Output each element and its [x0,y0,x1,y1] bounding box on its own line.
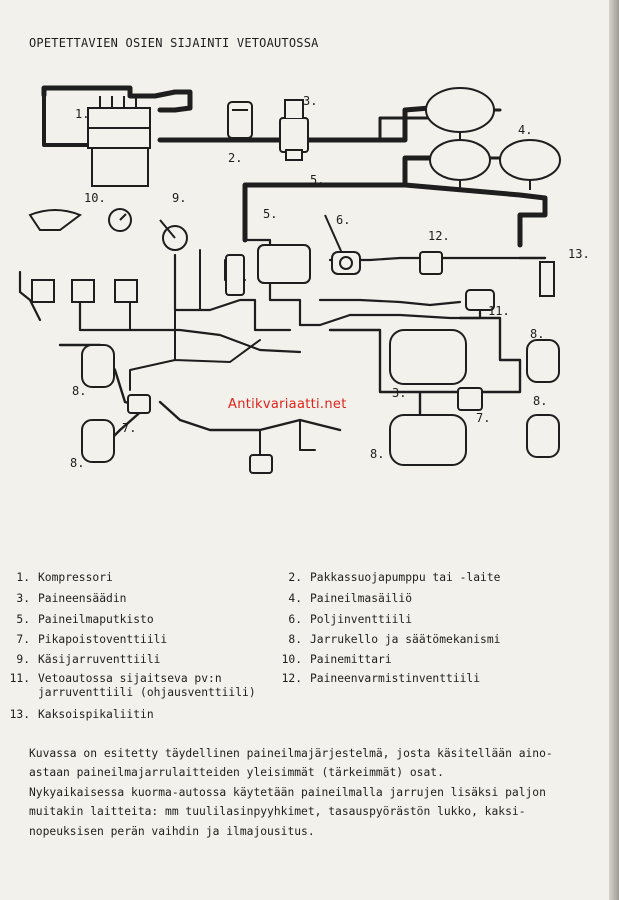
legend-item: 12. Paineenvarmistinventtiili [272,672,480,686]
bottom-valve [249,454,273,474]
control-lines [18,238,522,354]
callout-13: 13. [568,247,590,261]
legend-number: 8. [288,633,302,646]
legend-number: 13. [9,708,30,721]
legend-number: 2. [288,571,302,584]
legend-label: Käsijarruventtiili [38,653,161,666]
callout-5b: 5. [263,207,277,221]
legend-item: 11. Vetoautossa sijaitseva pv:n jarruvent… [0,672,256,700]
brake-chambers [81,329,560,466]
legend-item: 1. Kompressori [0,571,113,585]
legend-label: Kompressori [38,571,113,584]
paragraph-line: nopeuksisen perän vaihdin ja ilmajousitu… [29,824,315,838]
legend-label: Vetoautossa sijaitseva pv:n jarruventtii… [38,672,256,699]
callout-10: 10. [84,191,106,205]
compressor-pipe [42,93,90,147]
rear-brake-lines [328,316,522,442]
trailer-line [259,419,316,456]
legend-number: 11. [9,672,30,685]
legend-label: Poljinventtiili [310,613,413,626]
paragraph-line: Kuvassa on esitetty täydellinen paineilm… [29,747,553,760]
legend-number: 5. [16,613,30,626]
legend-number: 1. [16,571,30,584]
callout-8a: 8. [72,384,86,398]
pressure-protection-valve [419,251,443,275]
legend-item: 5. Paineilmaputkisto [0,613,154,627]
pressure-regulator [279,99,309,161]
legend-item: 6. Poljinventtiili [272,613,412,627]
callout-3b: 3. [392,386,406,400]
legend-item: 7. Pikapoistoventtiili [0,633,167,647]
legend-item: 2. Pakkassuojapumppu tai -laite [272,571,500,585]
legend-number: 3. [16,592,30,605]
paragraph-line: muitakin laitteita: mm tuulilasinpyyhkim… [29,805,526,819]
legend-label: Kaksoispikaliitin [38,708,154,721]
watermark: Antikvariaatti.net [228,397,347,412]
legend-item: 3. Paineensäädin [0,592,126,606]
legend-label: Paineilmaputkisto [38,613,154,626]
legend-label: Painemittari [310,653,392,666]
legend-number: 7. [16,633,30,646]
legend-number: 9. [16,653,30,666]
tank-pipe-upper [378,116,432,142]
legend-number: 12. [281,672,302,685]
legend-label: Paineenvarmistinventtiili [310,672,481,685]
legend-item: 8. Jarrukello ja säätömekanismi [272,633,500,647]
legend-number: 10. [281,653,302,666]
left-valve-cluster [31,279,138,303]
pressure-gauge [108,208,132,232]
coupling [539,261,555,297]
callout-12: 12. [428,229,450,243]
main-air-pipe [41,85,548,248]
compressor [87,96,151,187]
callout-9: 9. [172,191,186,205]
callout-4: 4. [518,123,532,137]
callout-8e: 8. [370,447,384,461]
legend-number: 4. [288,592,302,605]
callout-3: 3. [303,94,317,108]
foot-valve [324,214,361,275]
central-valve-assembly [225,244,311,296]
callout-7b: 7. [476,411,490,425]
page-title: OPETETTAVIEN OSIEN SIJAINTI VETOAUTOSSA [29,36,319,50]
callout-1: 1. [75,107,89,121]
quick-release-valves [127,387,483,414]
legend-item: 9. Käsijarruventtiili [0,653,160,667]
callout-7a: 7. [122,421,136,435]
callout-8c: 8. [530,327,544,341]
legend-label: Pikapoistoventtiili [38,633,168,646]
callout-2: 2. [228,151,242,165]
paragraph-line: astaan paineilmajarrulaitteiden yleisimm… [29,766,444,780]
air-tanks [425,87,561,190]
seat [28,209,83,231]
antifreeze-pump [227,101,253,139]
callout-8d: 8. [533,394,547,408]
trailer-valve [465,289,495,311]
page-edge [609,0,619,900]
legend-label: Jarrukello ja säätömekanismi [310,633,501,646]
air-brake-diagram: 1. 2. 3. 4. 5. 6. 7. 7. 8. 8. 8. 8. 8. 3… [18,85,590,474]
legend-item: 13. Kaksoispikaliitin [0,708,154,722]
paragraph-line: Nykyaikaisessa kuorma-autossa käytetään … [29,785,546,799]
callout-8b: 8. [70,456,84,470]
hand-brake-valve [159,219,188,251]
legend-item: 10. Painemittari [272,653,392,667]
description: Kuvassa on esitetty täydellinen paineilm… [29,744,569,841]
callout-5: 5. [310,173,324,187]
legend-label: Pakkassuojapumppu tai -laite [310,571,501,584]
legend-label: Paineensäädin [38,592,127,605]
hand-brake-lines [129,249,261,391]
legend-number: 6. [288,613,302,626]
callout-11: 11. [488,304,510,318]
legend-item: 4. Paineilmasäiliö [272,592,412,606]
callout-6: 6. [336,213,350,227]
legend-label: Paineilmasäiliö [310,592,413,605]
